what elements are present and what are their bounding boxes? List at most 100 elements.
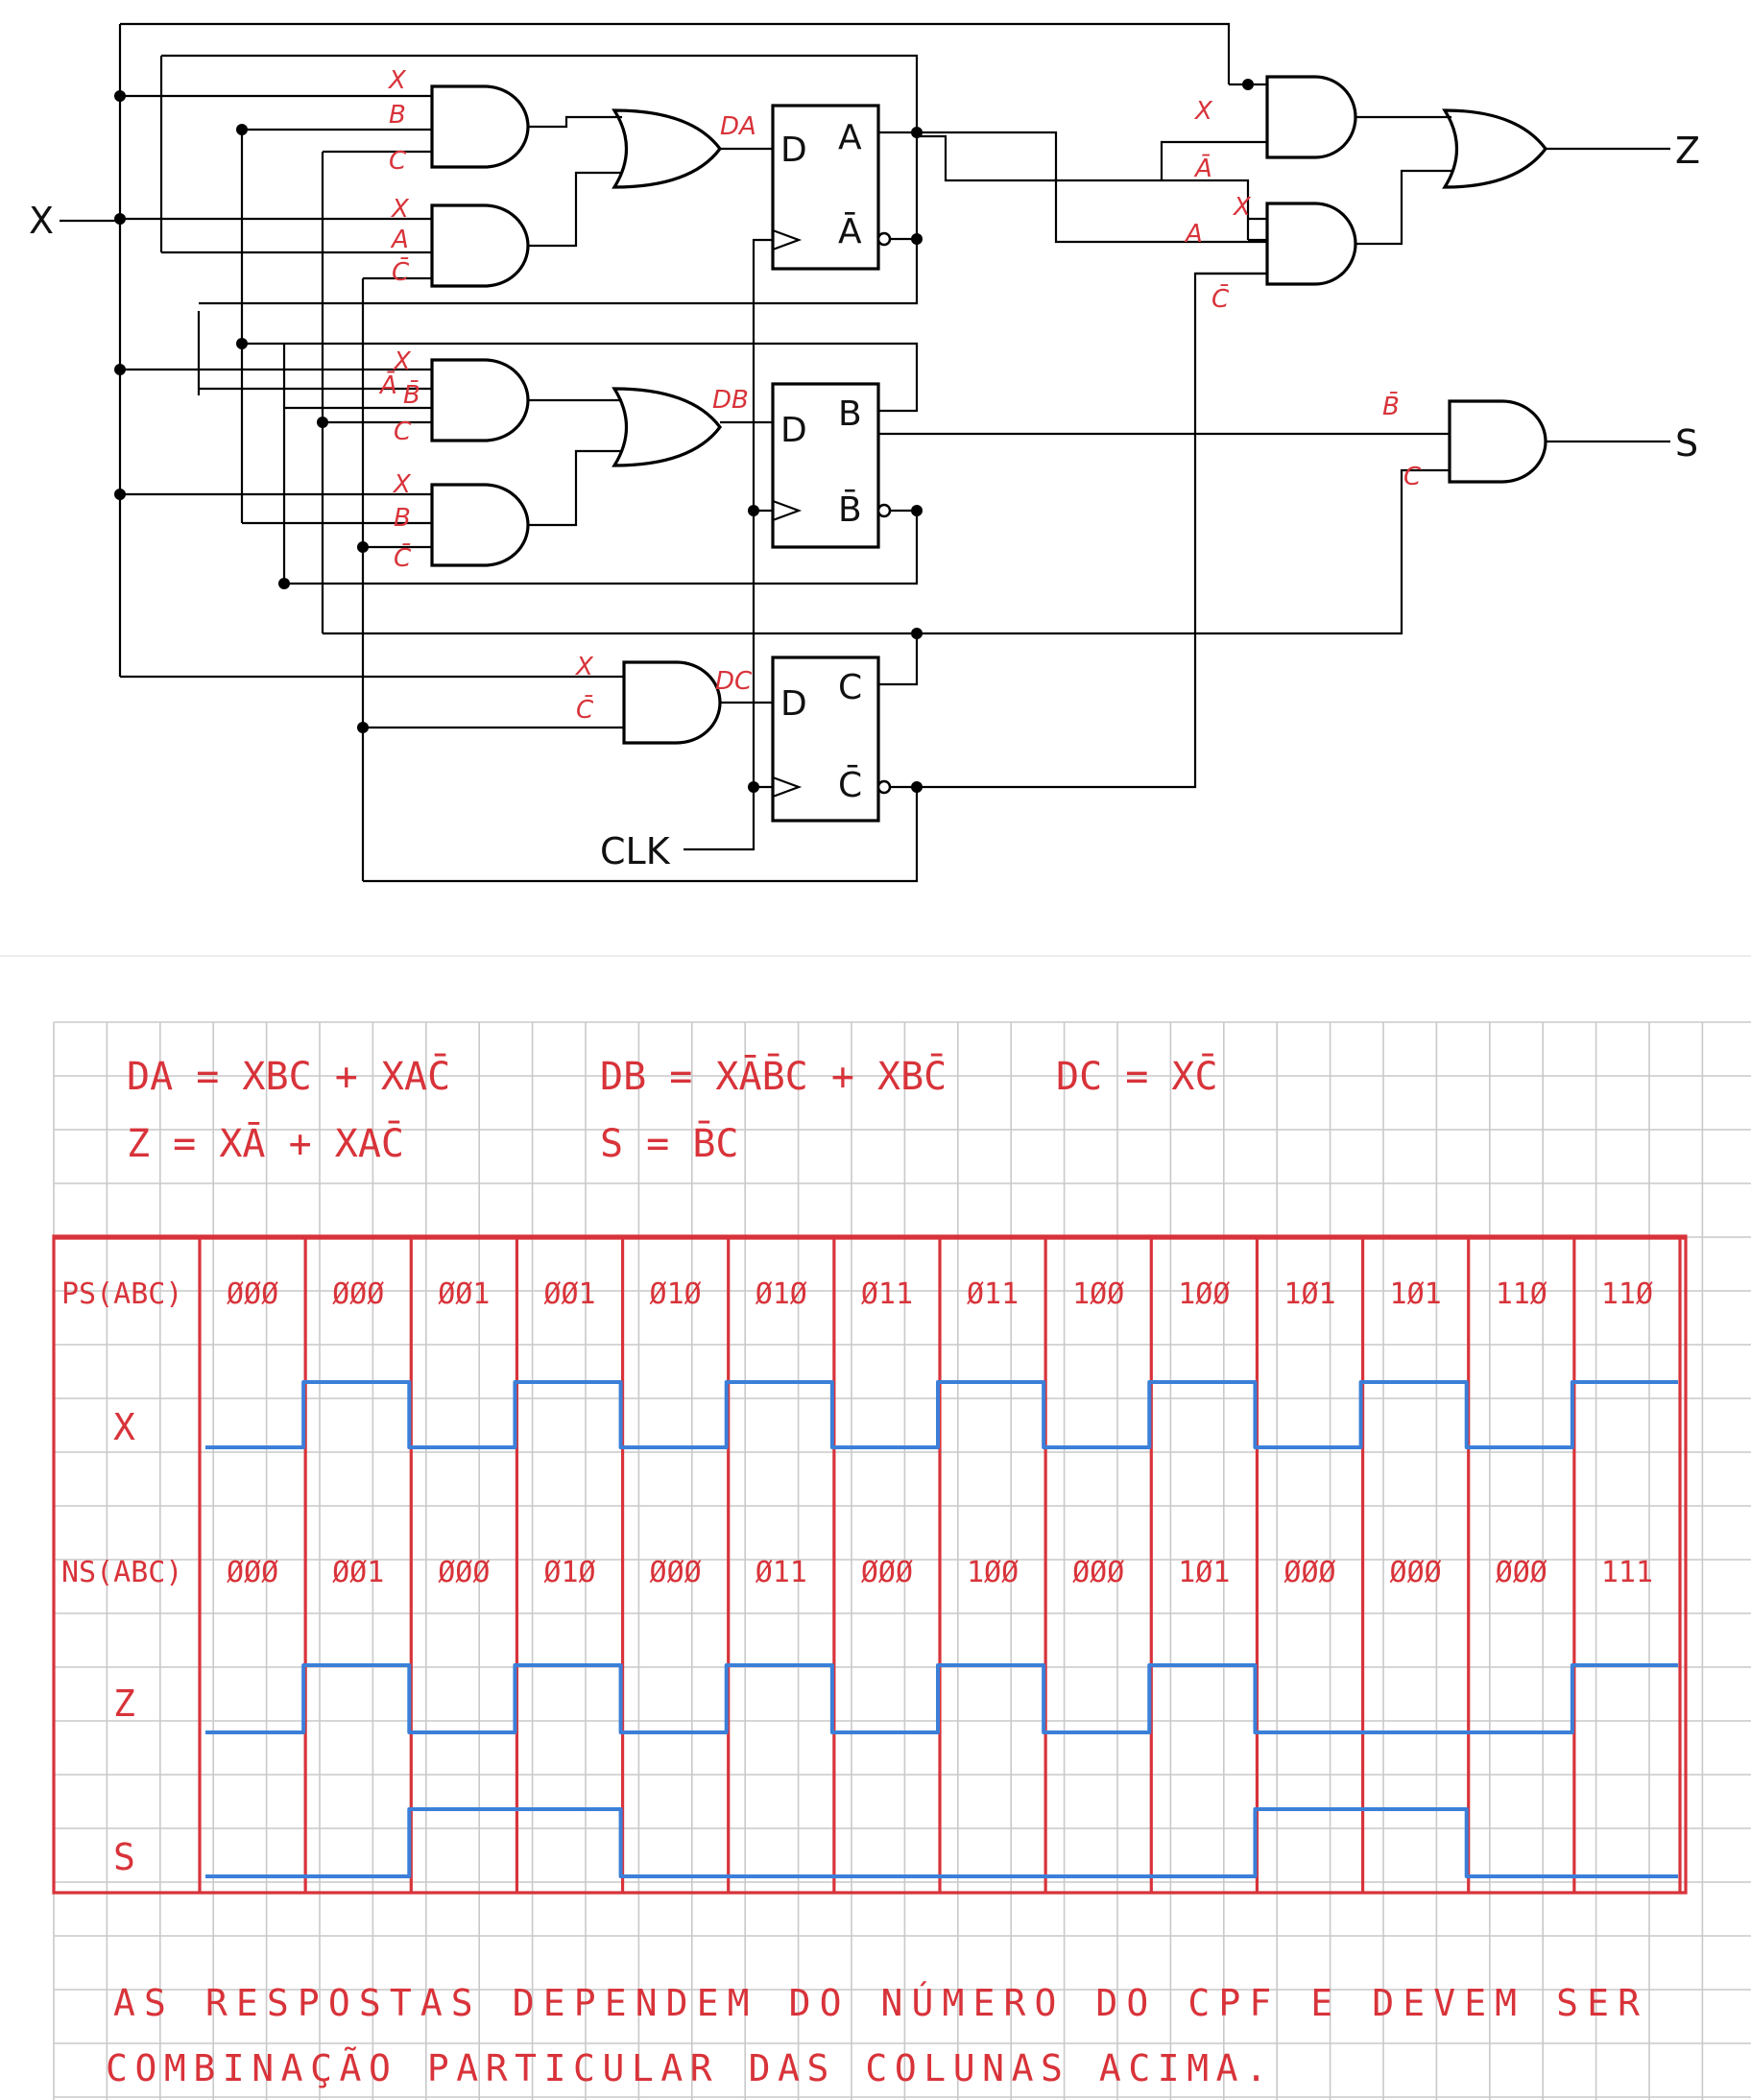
svg-text:X: X	[392, 470, 412, 499]
svg-text:X: X	[1232, 193, 1252, 222]
svg-text:X: X	[387, 66, 407, 95]
gate-annotations: X B C X A C̄ X Ā B̄ C X B C̄ X C̄ X Ā A …	[378, 66, 1422, 725]
and-gate-5	[120, 660, 773, 745]
ps-cell: ØØ1	[438, 1277, 490, 1311]
and-gate-8: S	[1448, 399, 1698, 484]
waveform-z	[205, 1663, 1678, 1734]
svg-text:Ā: Ā	[838, 212, 862, 251]
svg-text:B̄: B̄	[838, 489, 862, 530]
eq-db: DB = XĀB̄C + XBC̄	[600, 1053, 947, 1099]
ps-cell: 1ØØ	[1072, 1277, 1124, 1311]
ps-row-label: PS(ABC)	[61, 1277, 182, 1311]
eq-da: DA = XBC + XAC̄	[127, 1053, 450, 1099]
svg-text:C̄: C̄	[576, 694, 594, 725]
equations: DA = XBC + XAC̄ DB = XĀB̄C + XBC̄ DC = X…	[127, 1053, 1218, 1166]
ns-cell: ØØ1	[332, 1556, 384, 1589]
ns-cell: ØØØ	[1496, 1556, 1547, 1589]
svg-text:B: B	[394, 504, 411, 533]
ns-cell: ØØØ	[1072, 1556, 1124, 1589]
output-z-label: Z	[1675, 130, 1700, 172]
clk-label: CLK	[600, 830, 671, 872]
svg-text:A: A	[390, 226, 409, 254]
svg-text:C̄: C̄	[392, 256, 410, 287]
ps-cell: 1Ø1	[1390, 1277, 1442, 1311]
ps-cell: 11Ø	[1601, 1277, 1653, 1311]
svg-text:C: C	[838, 668, 862, 707]
and-gate-6	[1160, 75, 1357, 180]
s-row-label: S	[113, 1836, 135, 1878]
ps-cell: 11Ø	[1496, 1277, 1547, 1311]
x-row-label: X	[113, 1406, 135, 1448]
note-line-1: AS RESPOSTAS DEPENDEM DO NÚMERO DO CPF E…	[113, 1982, 1640, 2024]
eq-z: Z = XĀ + XAC̄	[127, 1120, 404, 1166]
svg-text:C: C	[389, 147, 407, 176]
eq-s: S = B̄C	[600, 1120, 739, 1166]
svg-text:X: X	[1193, 97, 1213, 126]
ns-cell: 1Ø1	[1178, 1556, 1230, 1589]
and-gate-1	[120, 84, 530, 169]
ns-cell: Ø11	[756, 1556, 807, 1589]
ps-cell: Ø11	[861, 1277, 913, 1311]
ps-cell: ØØØ	[332, 1277, 384, 1311]
svg-text:Ā: Ā	[1193, 154, 1212, 183]
note-line-2: COMBINAÇÃO PARTICULAR DAS COLUNAS ACIMA.	[106, 2047, 1267, 2089]
circuit-diagram: X	[29, 22, 1700, 883]
waveform-x	[205, 1380, 1678, 1449]
ns-cell: ØØØ	[1390, 1556, 1442, 1589]
svg-text:B: B	[838, 394, 862, 434]
svg-text:A: A	[1184, 220, 1203, 249]
and-gate-3	[120, 358, 530, 442]
ps-cell: ØØØ	[227, 1277, 278, 1311]
note: AS RESPOSTAS DEPENDEM DO NÚMERO DO CPF E…	[106, 1982, 1640, 2089]
svg-text:DC: DC	[715, 667, 753, 696]
ps-cell: 1Ø1	[1283, 1277, 1335, 1311]
svg-text:C: C	[1403, 463, 1422, 491]
svg-text:B: B	[389, 101, 406, 130]
ps-cell: Ø1Ø	[650, 1277, 702, 1311]
svg-text:B̄: B̄	[403, 379, 420, 410]
flipflop-c: D C C̄	[323, 272, 1450, 883]
eq-dc: DC = XC̄	[1056, 1053, 1218, 1099]
svg-text:C̄: C̄	[1211, 283, 1230, 314]
svg-text:DB: DB	[712, 386, 749, 415]
and-gate-7	[1195, 202, 1357, 286]
svg-text:D: D	[780, 684, 807, 724]
ps-cell: Ø1Ø	[756, 1277, 807, 1311]
or-gate-b	[528, 387, 773, 527]
svg-text:Ā: Ā	[378, 370, 397, 400]
or-gate-z: Z	[1355, 108, 1700, 246]
svg-text:B̄: B̄	[1382, 391, 1400, 421]
ps-cell: ØØ1	[543, 1277, 595, 1311]
and-gate-2	[120, 203, 530, 288]
ns-cell: Ø1Ø	[543, 1556, 595, 1589]
z-row-label: Z	[113, 1682, 135, 1725]
ns-cell: 1ØØ	[967, 1556, 1019, 1589]
ns-cell: 111	[1601, 1556, 1653, 1589]
output-s-label: S	[1675, 422, 1698, 465]
ps-cell: Ø11	[967, 1277, 1019, 1311]
ns-cell: ØØØ	[438, 1556, 490, 1589]
svg-text:X: X	[392, 347, 412, 376]
ns-cell: ØØØ	[227, 1556, 278, 1589]
flipflop-b: D B B̄	[242, 342, 1450, 585]
or-gate-a	[528, 108, 773, 248]
svg-text:DA: DA	[720, 112, 756, 141]
svg-text:C̄: C̄	[838, 764, 862, 805]
ns-cell: ØØØ	[650, 1556, 702, 1589]
waveform-s	[205, 1807, 1678, 1878]
ns-cell: ØØØ	[1283, 1556, 1335, 1589]
svg-text:C̄: C̄	[394, 542, 412, 573]
svg-text:C: C	[394, 418, 412, 446]
ns-cell: ØØØ	[861, 1556, 913, 1589]
svg-text:A: A	[838, 118, 862, 157]
ns-row-label: NS(ABC)	[61, 1556, 182, 1589]
junction-dots	[114, 79, 1254, 793]
svg-text:D: D	[780, 131, 807, 170]
svg-text:X: X	[574, 653, 594, 681]
and-gate-4	[120, 483, 530, 567]
ps-cell: 1ØØ	[1178, 1277, 1230, 1311]
svg-text:X: X	[390, 195, 410, 224]
svg-text:D: D	[780, 411, 807, 450]
